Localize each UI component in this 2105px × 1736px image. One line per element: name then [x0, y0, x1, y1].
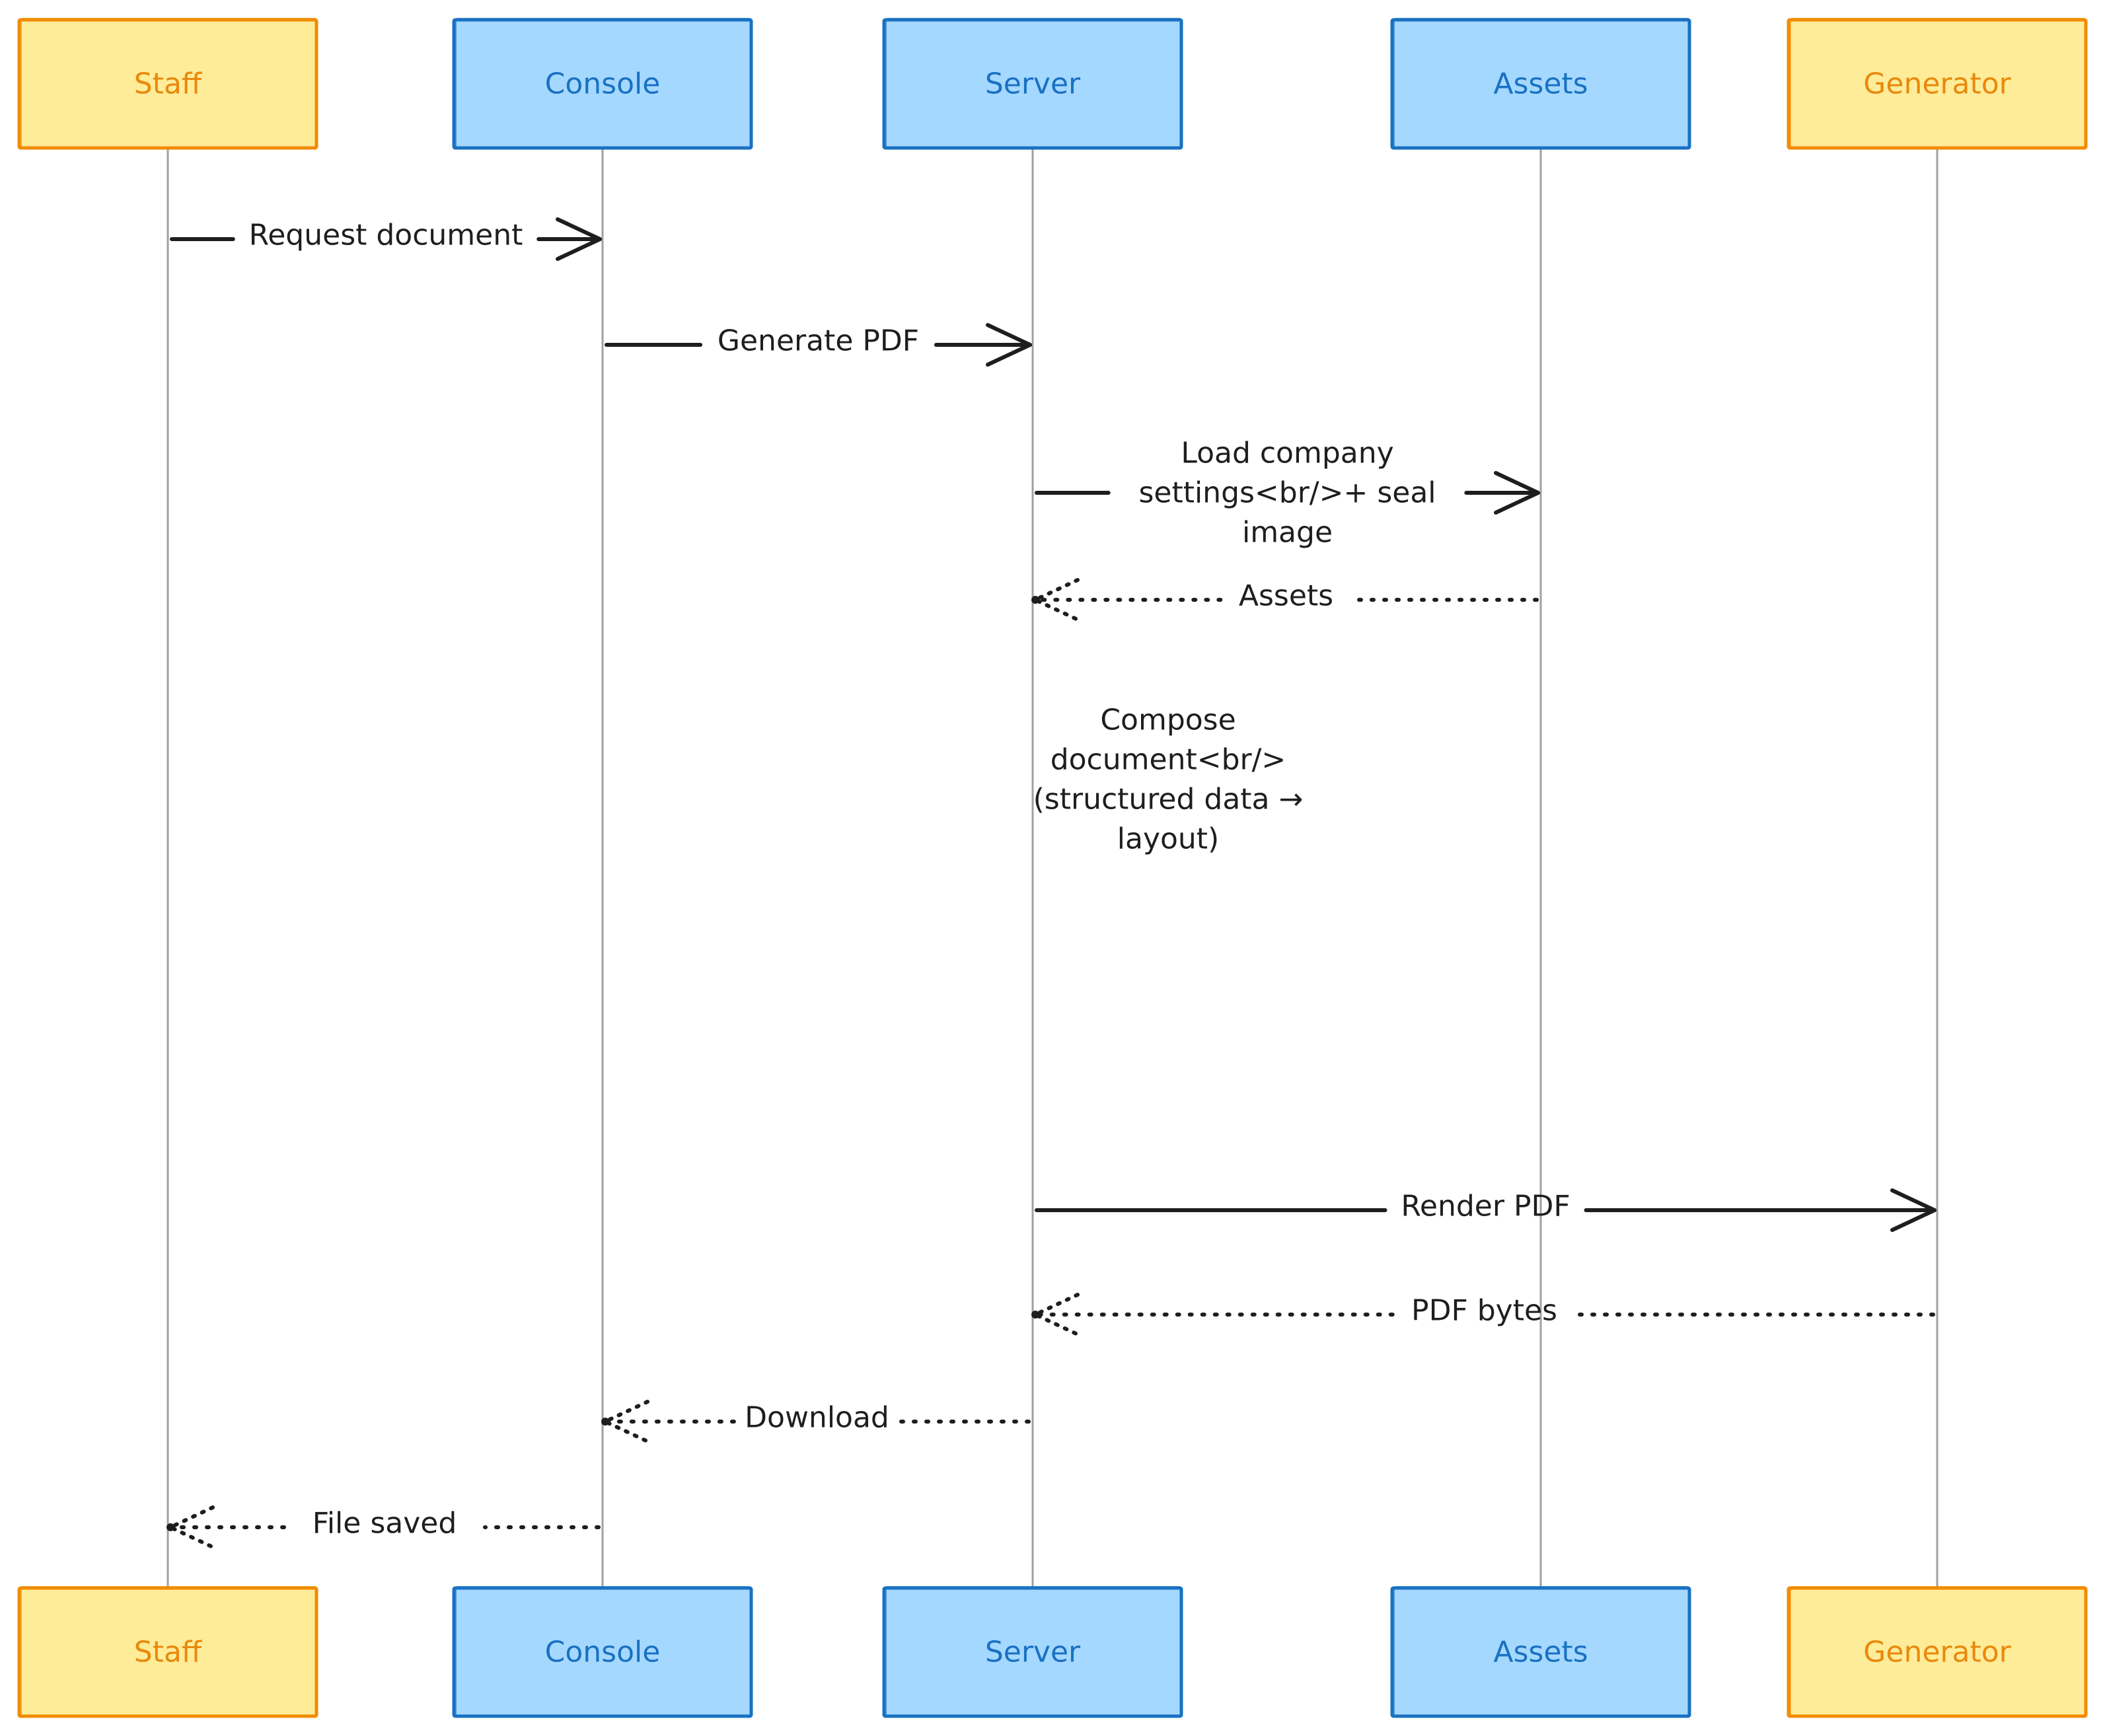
- message-label: Assets: [1239, 579, 1333, 613]
- actor-label: Assets: [1493, 67, 1588, 101]
- actor-box-sketch: [455, 18, 751, 149]
- actor-box-sketch: [1790, 1586, 2086, 1718]
- actor-assets-bottom: Assets: [1390, 1586, 1691, 1718]
- actor-box-sketch: [1393, 1586, 1689, 1718]
- actor-console-top: Console: [452, 18, 753, 150]
- note-label-line: layout): [1117, 822, 1219, 856]
- note-label-line: Compose: [1100, 704, 1236, 737]
- message-line-sketch: [936, 343, 1031, 346]
- lifelines: [166, 148, 1939, 1588]
- message-label: settings<br/>+ seal: [1138, 476, 1436, 510]
- actor-label: Console: [545, 67, 661, 101]
- arrow-tip-dot: [601, 1418, 609, 1426]
- note-label-line: (structured data →: [1033, 783, 1304, 816]
- arrow-tip-dot: [1031, 1311, 1039, 1319]
- arrowhead-icon: [603, 1400, 649, 1443]
- actor-box-sketch: [1393, 18, 1689, 149]
- actor-staff-top: Staff: [17, 18, 318, 150]
- actor-generator-bottom: Generator: [1787, 1586, 2088, 1718]
- message-8: File saved: [166, 1505, 601, 1549]
- message-label: Load company: [1181, 437, 1393, 470]
- message-7: Download: [601, 1400, 1031, 1443]
- actor-label: Server: [985, 67, 1081, 101]
- message-line-sketch: [1466, 491, 1539, 494]
- actor-box-sketch: [20, 1586, 316, 1718]
- actor-staff-bottom: Staff: [17, 1586, 318, 1718]
- message-3: Assets: [1031, 578, 1539, 622]
- arrowhead-icon: [1494, 471, 1540, 515]
- arrowhead-icon: [556, 217, 602, 261]
- message-6: PDF bytes: [1031, 1293, 1935, 1336]
- message-1: Generate PDF: [605, 323, 1032, 367]
- arrowhead-icon: [1033, 578, 1080, 622]
- message-4: Compose document<br/> (structured data → la…: [1033, 704, 1304, 856]
- message-line-sketch: [1586, 1208, 1935, 1212]
- actor-console-bottom: Console: [452, 1586, 753, 1718]
- actor-box-sketch: [1790, 18, 2086, 149]
- arrowhead-icon: [168, 1505, 215, 1549]
- arrowhead-icon: [1890, 1188, 1937, 1232]
- actor-server-bottom: Server: [882, 1586, 1183, 1718]
- arrowhead-icon: [986, 323, 1032, 367]
- message-line-sketch: [171, 237, 233, 240]
- arrow-tip-dot: [166, 1523, 174, 1531]
- message-line-sketch: [1036, 491, 1109, 494]
- actor-label: Server: [985, 1636, 1081, 1669]
- note-label-line: document<br/>: [1051, 743, 1286, 777]
- message-label: PDF bytes: [1411, 1294, 1557, 1328]
- message-label: Request document: [249, 219, 523, 252]
- message-line-sketch: [538, 237, 601, 240]
- actor-label: Staff: [134, 67, 203, 101]
- actor-generator-top: Generator: [1787, 18, 2088, 150]
- actors-bottom: Staff Console Server Assets Generator: [17, 1586, 2088, 1718]
- arrow-tip-dot: [1031, 596, 1039, 604]
- actor-label: Console: [545, 1636, 661, 1669]
- actor-box-sketch: [885, 1586, 1181, 1718]
- message-label: Generate PDF: [718, 324, 919, 358]
- actors-top: Staff Console Server Assets Generator: [17, 18, 2088, 150]
- actor-assets-top: Assets: [1390, 18, 1691, 150]
- message-5: Render PDF: [1035, 1188, 1937, 1232]
- arrowhead-icon: [1033, 1293, 1080, 1336]
- actor-box-sketch: [455, 1586, 751, 1718]
- message-2: Load company settings<br/>+ seal image: [1035, 437, 1540, 550]
- actor-server-top: Server: [882, 18, 1183, 150]
- actor-box-sketch: [20, 18, 316, 149]
- message-line-sketch: [1036, 1208, 1385, 1212]
- actor-label: Generator: [1863, 67, 2011, 101]
- message-label: Render PDF: [1401, 1190, 1570, 1223]
- actor-box-sketch: [885, 18, 1181, 149]
- message-label: image: [1242, 516, 1333, 550]
- message-label: Download: [745, 1401, 889, 1435]
- actor-label: Generator: [1863, 1636, 2011, 1669]
- actor-label: Assets: [1493, 1636, 1588, 1669]
- message-line-sketch: [606, 343, 701, 346]
- message-0: Request document: [170, 217, 602, 261]
- message-label: File saved: [313, 1507, 457, 1540]
- actor-label: Staff: [134, 1636, 203, 1669]
